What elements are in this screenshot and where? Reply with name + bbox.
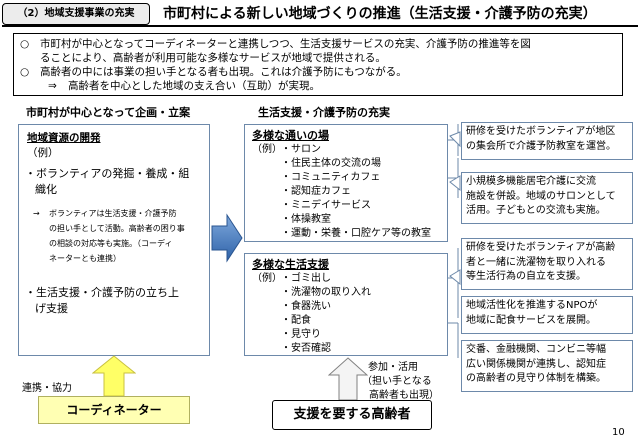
example-label: （例） [252, 144, 282, 155]
living-support-box: 多様な生活支援 （例） ・ゴミ出し ・洗濯物の取り入れ ・食器洗い ・配食 ・見… [244, 253, 448, 356]
list-item: ・食器洗い [281, 301, 331, 312]
example-box-npo-meals: 地域活性化を推進するNPOが 地域に配食サービスを展開。 [461, 296, 633, 334]
example-text: 等生活行為の自立を支援。 [466, 271, 586, 282]
example-text: 交番、金融機関、コンビニ等幅 [466, 344, 606, 355]
note-line-1: ボランティアは生活支援・介護予防 [49, 209, 177, 218]
bullet-icon: ○ [20, 66, 30, 78]
example-label: （例） [27, 147, 59, 159]
example-text: 地域に配食サービスを展開。 [466, 314, 596, 326]
coordinator-box: コーディネーター [38, 396, 190, 424]
list-item: ・運動・栄養・口腔ケア等の教室 [281, 228, 431, 239]
arrow-icon: ⇒ [48, 80, 57, 92]
list-item: ・見守り [281, 329, 321, 340]
example-box-small-multifunction: 小規模多機能居宅介護に交流 施設を併設。地域のサロンとして 活用。子どもとの交流… [461, 172, 633, 224]
example-text: 活用。子どもとの交流も実施。 [466, 205, 606, 216]
example-box-laundry-support: 研修を受けたボランティアが高齢 者と一緒に洗濯物を取り入れる 等生活行為の自立を… [461, 238, 633, 290]
volunteer-item: ・ボランティアの発掘・養成・組 [25, 167, 190, 180]
intro-box: ○ 市町村が中心となってコーディネーターと連携しつつ、生活支援サービスの充実、介護… [13, 33, 623, 96]
middle-heading: 生活支援・介護予防の充実 [258, 106, 390, 119]
intro-text-3: 高齢者の中には事業の担い手となる者も出現。これは介護予防にもつながる。 [40, 66, 407, 78]
example-text: 者と一緒に洗濯物を取り入れる [466, 256, 606, 268]
gathering-places-box: 多様な通いの場 （例） ・サロン ・住民主体の交流の場 ・コミュニティカフェ ・… [244, 124, 448, 242]
cooperation-label: 連携・協力 [22, 383, 72, 394]
example-text: 小規模多機能居宅介護に交流 [466, 176, 596, 187]
page-number: 10 [612, 427, 625, 438]
example-text: 研修を受けたボランティアが高齢 [466, 242, 616, 253]
list-item: ・サロン [281, 144, 321, 155]
intro-text-1: 市町村が中心となってコーディネーターと連携しつつ、生活支援サービスの充実、介護予… [40, 38, 531, 50]
example-text: 施設を併設。地域のサロンとして [466, 190, 616, 202]
yellow-up-arrow-icon [92, 355, 136, 397]
resource-development-box: 地域資源の開発 （例） ・ボランティアの発掘・養成・組 織化 → ボランティアは… [18, 124, 210, 356]
example-text: の集会所で介護予防教室を運営。 [466, 140, 616, 152]
connector-brackets [448, 124, 461, 358]
list-item: ・配食 [281, 315, 311, 326]
intro-line-4: ⇒ 高齢者を中心とした地域の支え合い（互助）が実現。 [48, 79, 320, 93]
elderly-box: 支援を要する高齢者 [272, 400, 432, 430]
intro-text-4: 高齢者を中心とした地域の支え合い（互助）が実現。 [68, 80, 320, 92]
page-title: 市町村による新しい地域づくりの推進（生活支援・介護予防の充実） [163, 6, 597, 22]
bullet-icon: ○ [20, 38, 30, 50]
participation-label-3: 高齢者も出現） [369, 390, 439, 401]
list-item: ・ミニデイサービス [281, 200, 371, 211]
section-tag: （2）地域支援事業の充実 [2, 3, 150, 25]
note-line-2: の担い手として活動。高齢者の困り事 [49, 224, 185, 233]
list-item: ・住民主体の交流の場 [281, 158, 381, 169]
intro-line-1: ○ 市町村が中心となってコーディネーターと連携しつつ、生活支援サービスの充実、介護… [20, 37, 531, 51]
example-text: の高齢者の見守り体制を構築。 [466, 373, 606, 384]
left-heading: 市町村が中心となって企画・立案 [26, 106, 191, 119]
participation-label-2: （担い手となる [362, 376, 432, 387]
title-divider [2, 25, 638, 27]
list-item: ・認知症カフェ [281, 186, 351, 197]
example-label: （例） [252, 273, 282, 284]
example-box-volunteer-class: 研修を受けたボランティアが地区 の集会所で介護予防教室を運営。 [461, 122, 633, 160]
note-line-4: ネーターとも連携） [49, 254, 121, 263]
example-text: 広い関係機関が連携し、認知症 [466, 358, 606, 370]
example-box-watch-network: 交番、金融機関、コンビニ等幅 広い関係機関が連携し、認知症 の高齢者の見守り体制… [461, 340, 633, 392]
resource-development-title: 地域資源の開発 [27, 132, 101, 144]
list-item: ・洗濯物の取り入れ [281, 287, 371, 298]
example-text: 研修を受けたボランティアが地区 [466, 126, 616, 137]
volunteer-item-cont: 織化 [35, 183, 57, 196]
startup-support-item-cont: げ支援 [35, 302, 68, 315]
list-item: ・ゴミ出し [281, 273, 331, 284]
example-text: 地域活性化を推進するNPOが [466, 300, 598, 311]
gathering-places-title: 多様な通いの場 [252, 129, 329, 142]
list-item: ・体操教室 [281, 214, 331, 225]
list-item: ・安否確認 [281, 343, 331, 354]
intro-text-2: ることにより、高齢者が利用可能な多様なサービスが地域で提供される。 [40, 52, 386, 64]
note-line-3: の相談の対応等も実施。（コーディ [49, 239, 173, 248]
intro-line-2: ることにより、高齢者が利用可能な多様なサービスが地域で提供される。 [40, 51, 386, 65]
intro-line-3: ○ 高齢者の中には事業の担い手となる者も出現。これは介護予防にもつながる。 [20, 65, 407, 79]
participation-label-1: 参加・活用 [368, 362, 418, 373]
blue-right-arrow-icon [211, 213, 243, 263]
startup-support-item: ・生活支援・介護予防の立ち上 [25, 286, 179, 299]
list-item: ・コミュニティカフェ [281, 172, 381, 183]
note-arrow-icon: → [33, 209, 40, 218]
living-support-title: 多様な生活支援 [252, 258, 329, 271]
